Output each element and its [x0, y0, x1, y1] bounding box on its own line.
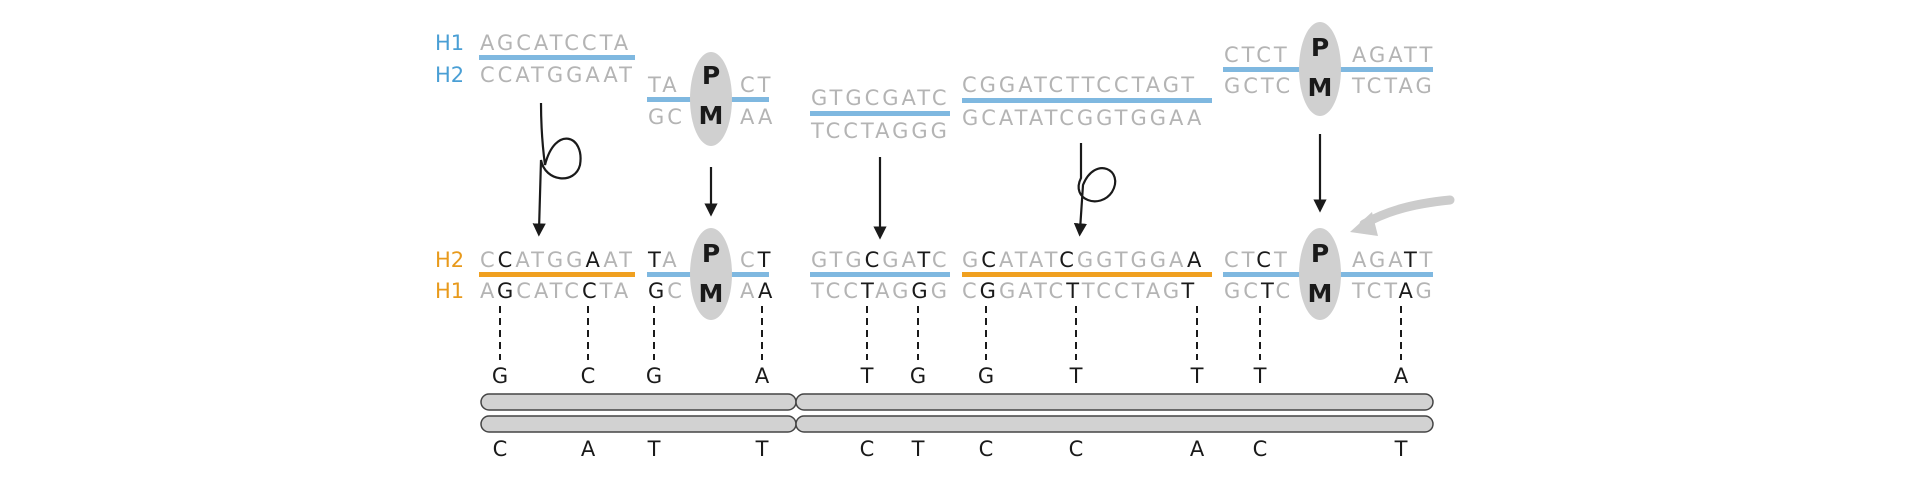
- mid-seq-2-lower-left: GC: [648, 279, 685, 303]
- top-strand-bar-3: [810, 111, 950, 116]
- top-seq-5-upper-left: CTCT: [1224, 43, 1290, 67]
- pm-protein-mid-2: [1299, 228, 1341, 320]
- read-letter: A: [755, 364, 770, 388]
- mid-strand-bar-4: [962, 272, 1212, 277]
- top-seq-4-lower: GCATATCGGTGGAA: [962, 106, 1204, 130]
- mid-seq-1-upper: CCATGGAAT: [480, 248, 635, 272]
- top-seq-3-lower: TCCTAGGG: [810, 119, 950, 143]
- pm-label-p: P: [1311, 239, 1329, 268]
- complement-letter: A: [1190, 437, 1205, 461]
- mid-seq-4-upper: GCATATCGGTGGAA: [962, 248, 1204, 272]
- mid-seq-5-lower-right: TCTAG: [1351, 279, 1435, 303]
- top-seq-2-lower-left: GC: [648, 105, 685, 129]
- mid-seq-2-lower-right: AA: [740, 279, 775, 303]
- complement-letter: C: [493, 437, 508, 461]
- mid-seq-4-lower: CGGATCTTCCTAGT: [962, 279, 1197, 303]
- read-letter: G: [978, 364, 994, 388]
- pm-label-m: M: [1308, 73, 1333, 102]
- complement-letter: T: [755, 437, 769, 461]
- read-letter: A: [1394, 364, 1409, 388]
- mid-seq-3-upper: GTGCGATC: [811, 248, 950, 272]
- mid-strand-bar-1: [479, 272, 635, 277]
- pm-label-p: P: [702, 239, 720, 268]
- mid-h1-label: H1: [435, 279, 464, 303]
- pm-label-p: P: [702, 61, 720, 90]
- pm-protein-mid-1: [690, 228, 732, 320]
- pm-label-p: P: [1311, 33, 1329, 62]
- mid-strand-bar-3: [810, 272, 950, 277]
- top-h1-label: H1: [435, 31, 464, 55]
- top-h2-label: H2: [435, 63, 464, 87]
- read-bar-1-top: [480, 393, 797, 411]
- read-letter: G: [910, 364, 926, 388]
- top-seq-5-lower-right: TCTAG: [1351, 74, 1435, 98]
- top-seq-1-lower: CCATGGAAT: [480, 63, 635, 87]
- curved-arrow-head-gray: [1350, 212, 1378, 236]
- mid-seq-2-upper-left: TA: [647, 248, 680, 272]
- mid-seq-2-upper-right: CT: [740, 248, 774, 272]
- top-seq-2-lower-right: AA: [740, 105, 775, 129]
- pm-label-m: M: [1308, 279, 1333, 308]
- read-bar-2-top: [795, 393, 1434, 411]
- top-strand-bar-4: [962, 98, 1212, 103]
- complement-letter: C: [979, 437, 994, 461]
- read-letter: T: [1069, 364, 1083, 388]
- read-letter: C: [581, 364, 596, 388]
- complement-letter: C: [1069, 437, 1084, 461]
- read-letter: T: [1253, 364, 1267, 388]
- top-seq-2-upper-right: CT: [740, 73, 774, 97]
- read-letter: G: [492, 364, 508, 388]
- pm-label-m: M: [699, 279, 724, 308]
- read-letter: G: [646, 364, 662, 388]
- mid-seq-3-lower: TCCTAGGG: [810, 279, 950, 303]
- complement-letter: C: [1253, 437, 1268, 461]
- read-letter: T: [860, 364, 874, 388]
- read-bar-2-bottom: [795, 415, 1434, 433]
- pm-protein-top-1: [690, 52, 732, 146]
- top-strand-bar-1: [479, 55, 635, 60]
- loop-arrow-1: [532, 102, 582, 237]
- top-seq-5-lower-left: GCTC: [1224, 74, 1293, 98]
- top-seq-4-upper: CGGATCTTCCTAGT: [962, 73, 1197, 97]
- complement-letter: T: [647, 437, 661, 461]
- pm-label-m: M: [699, 101, 724, 130]
- top-seq-5-upper-right: AGATT: [1352, 43, 1435, 67]
- top-seq-1-upper: AGCATCCTA: [480, 31, 631, 55]
- top-seq-3-upper: GTGCGATC: [811, 86, 950, 110]
- mid-seq-5-lower-left: GCTC: [1224, 279, 1293, 303]
- loop-arrow-2: [1073, 143, 1117, 237]
- mid-seq-5-upper-left: CTCT: [1224, 248, 1290, 272]
- mid-seq-1-lower: AGCATCCTA: [480, 279, 631, 303]
- mid-h2-label: H2: [435, 248, 464, 272]
- dashed-connectors: [499, 306, 1402, 360]
- complement-letter: T: [911, 437, 925, 461]
- complement-letter: T: [1394, 437, 1408, 461]
- read-letter: T: [1190, 364, 1204, 388]
- mid-seq-5-upper-right: AGATT: [1352, 248, 1435, 272]
- top-seq-2-upper-left: TA: [647, 73, 680, 97]
- complement-letter: A: [581, 437, 596, 461]
- pm-protein-top-2: [1299, 22, 1341, 116]
- complement-letter: C: [860, 437, 875, 461]
- read-bar-1-bottom: [480, 415, 797, 433]
- curved-arrow-gray: [1359, 195, 1455, 229]
